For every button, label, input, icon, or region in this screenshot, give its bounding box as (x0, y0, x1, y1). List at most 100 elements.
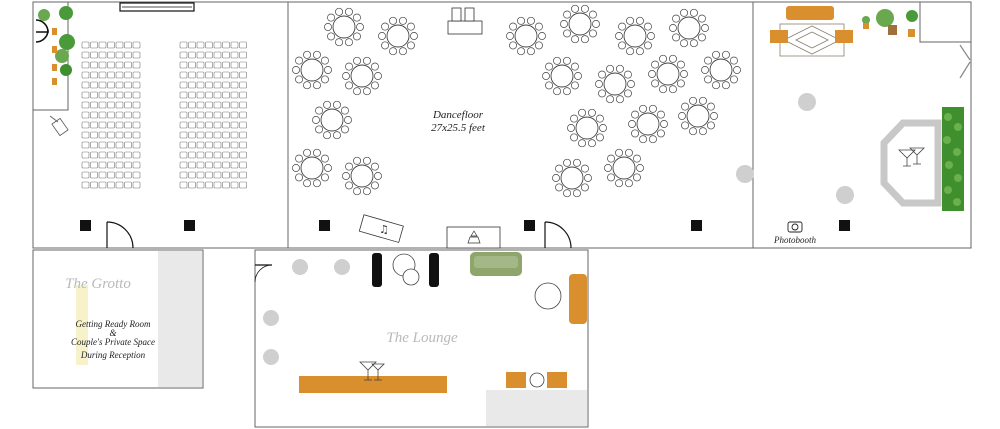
chair (188, 151, 196, 159)
chair (132, 131, 141, 139)
chair (213, 171, 222, 179)
chair (107, 161, 115, 169)
table-chair (370, 81, 379, 90)
chair (179, 111, 188, 119)
entry-plants (38, 6, 75, 85)
round-table (292, 148, 332, 188)
table-chair (680, 39, 689, 48)
table-chair (324, 164, 332, 172)
table-chair (353, 87, 362, 96)
chair (98, 61, 107, 69)
chair (222, 41, 230, 49)
table-chair (320, 56, 329, 65)
table-chair (615, 64, 624, 73)
chair (81, 171, 90, 179)
chair (98, 181, 107, 189)
chair (222, 61, 230, 69)
table-chair (595, 114, 604, 123)
chair (196, 101, 205, 109)
chair (205, 101, 213, 109)
chair (230, 41, 239, 49)
table-chair (320, 75, 329, 84)
table-chair (648, 70, 656, 78)
chair (115, 181, 124, 189)
chair (98, 161, 107, 169)
chair (239, 181, 247, 189)
table-chair (672, 33, 681, 42)
table-chair (389, 47, 398, 56)
chair (196, 131, 205, 139)
chair (213, 51, 222, 59)
cocktail-table (334, 259, 350, 275)
chair (124, 61, 132, 69)
chair (230, 121, 239, 129)
chair (239, 71, 247, 79)
chair (213, 141, 222, 149)
table-chair (704, 75, 713, 84)
chair (196, 81, 205, 89)
chair (205, 161, 213, 169)
door-entry (35, 19, 49, 43)
table-chair (344, 38, 353, 47)
table-chair (303, 179, 312, 188)
table-chair (545, 62, 554, 71)
table-chair (312, 81, 321, 90)
chair (179, 61, 188, 69)
table-chair (295, 173, 304, 182)
table-chair (381, 22, 390, 31)
octagon-bar (880, 119, 942, 207)
chair (81, 71, 90, 79)
chair (205, 181, 213, 189)
table-chair (292, 66, 300, 74)
table-chair (636, 164, 644, 172)
chair (90, 41, 98, 49)
lounge-shade (486, 390, 587, 426)
dancefloor-size: 27x25.5 feet (431, 122, 485, 134)
chair (239, 91, 247, 99)
table-chair (704, 56, 713, 65)
chair (81, 41, 90, 49)
table-chair (406, 41, 415, 50)
round-table (701, 50, 741, 90)
chair (239, 121, 247, 129)
table-chair (509, 41, 518, 50)
door-dinner (544, 221, 572, 249)
chair (132, 51, 141, 59)
round-table (669, 8, 709, 48)
table-chair (635, 47, 644, 56)
chair (205, 171, 213, 179)
table-chair (626, 16, 635, 25)
chair (115, 121, 124, 129)
table-chair (344, 116, 352, 124)
table-chair (598, 70, 607, 79)
chair (205, 151, 213, 159)
chair (239, 41, 247, 49)
chair (132, 81, 141, 89)
chair (205, 41, 213, 49)
table-top (612, 156, 636, 180)
round-table (342, 56, 382, 96)
chair (196, 51, 205, 59)
table-top (550, 64, 574, 88)
table-chair (584, 174, 592, 182)
chair (98, 91, 107, 99)
chair (196, 171, 205, 179)
chair (196, 71, 205, 79)
orange-armchair (835, 30, 853, 43)
chair (107, 51, 115, 59)
table-chair (710, 112, 718, 120)
table-chair (545, 81, 554, 90)
table-chair (406, 22, 415, 31)
dancefloor-title: Dancefloor (432, 109, 484, 121)
table-chair (595, 80, 603, 88)
table-chair (648, 104, 657, 113)
chair (205, 51, 213, 59)
chair (230, 181, 239, 189)
table-chair (659, 85, 668, 94)
table-chair (342, 172, 350, 180)
table-chair (320, 173, 329, 182)
table-chair (706, 121, 715, 130)
grotto-title: The Grotto (65, 276, 131, 292)
table-chair (374, 172, 382, 180)
table-chair (643, 41, 652, 50)
